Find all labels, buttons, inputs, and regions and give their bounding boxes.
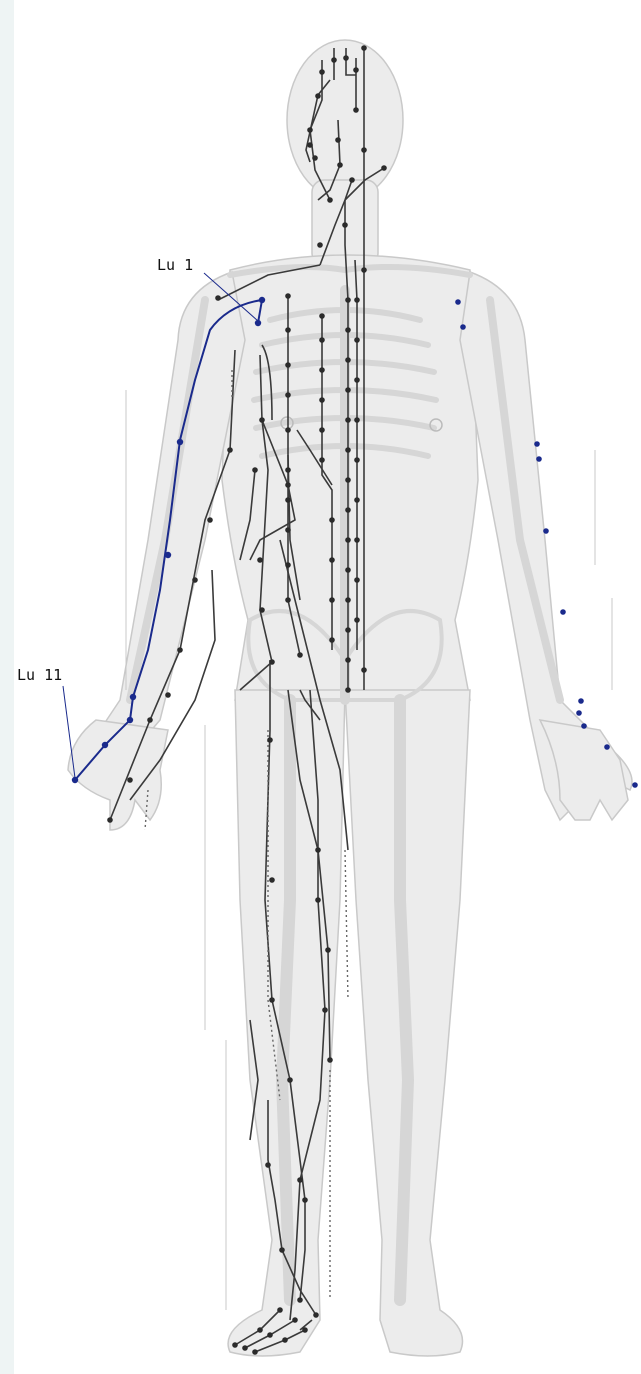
label-lu11: Lu 11 <box>17 666 62 684</box>
edge-tint <box>0 0 14 1374</box>
head <box>287 40 403 200</box>
label-lu1: Lu 1 <box>157 256 193 274</box>
